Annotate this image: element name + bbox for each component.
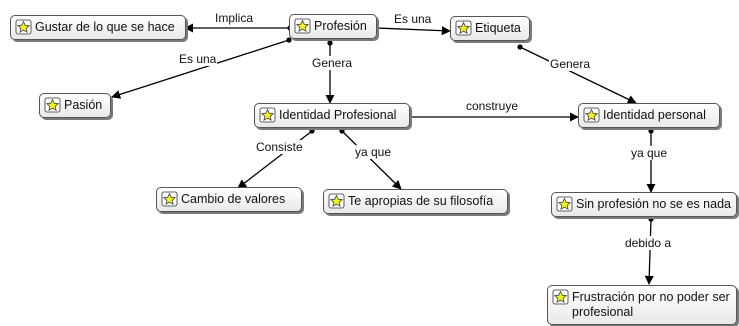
concept-pasion[interactable]: Pasión [39, 93, 111, 118]
concept-label: Identidad Profesional [279, 108, 397, 122]
concept-label: Profesión [314, 19, 367, 33]
concept-label: Sin profesión no se es nada [576, 197, 731, 211]
concept-profesion[interactable]: Profesión [289, 14, 377, 39]
concept-gustar-de-lo-que-se-hace[interactable]: Gustar de lo que se hace [10, 15, 186, 40]
concept-star-icon [552, 289, 569, 305]
link-label-ya-que-sin-profesion: ya que [630, 146, 669, 160]
connector-ya-que-filosofia [339, 128, 402, 190]
link-label-consiste: Consiste [255, 140, 304, 154]
concept-identidad-personal[interactable]: Identidad personal [578, 103, 720, 128]
link-label-construye: construye [465, 99, 520, 113]
concept-label: Gustar de lo que se hace [35, 20, 175, 34]
concept-identidad-profesional[interactable]: Identidad Profesional [254, 103, 410, 128]
concept-label: Cambio de valores [181, 192, 286, 206]
concept-label: Pasión [64, 98, 103, 112]
concept-star-icon [15, 19, 32, 35]
concept-te-apropias-de-su-filosofia[interactable]: Te apropias de su filosofía [323, 189, 508, 214]
concept-label: Te apropias de su filosofía [348, 194, 494, 208]
concept-star-icon [44, 97, 61, 113]
concept-etiqueta[interactable]: Etiqueta [450, 16, 530, 41]
link-label-genera-identidad-profesional: Genera [311, 56, 354, 70]
link-label-ya-que-filosofia: ya que [354, 145, 393, 159]
link-label-es-una-pasion: Es una [178, 52, 218, 66]
link-label-debido-a: debido a [624, 236, 673, 250]
concept-cambio-de-valores[interactable]: Cambio de valores [156, 187, 302, 212]
connector-es-una-pasion [111, 37, 292, 99]
concept-star-icon [556, 196, 573, 212]
concept-star-icon [328, 193, 345, 209]
connector-genera-identidad-personal [517, 44, 637, 104]
link-label-genera-identidad-personal: Genera [549, 57, 592, 71]
concept-star-icon [294, 18, 311, 34]
connector-es-una-etiqueta [373, 25, 451, 36]
concept-frustracion-por-no-poder-ser-profesional[interactable]: Frustración por no poder ser profesional [547, 285, 737, 325]
concept-star-icon [583, 107, 600, 123]
concept-star-icon [259, 107, 276, 123]
connector-debido-a [644, 216, 654, 285]
link-label-implica: Implica [214, 11, 255, 25]
concept-label: Frustración por no poder ser profesional [572, 290, 730, 319]
link-label-es-una-etiqueta: Es una [393, 12, 433, 26]
concept-star-icon [161, 191, 178, 207]
concept-label: Etiqueta [475, 21, 521, 35]
concept-label: Identidad personal [603, 108, 706, 122]
concept-star-icon [455, 20, 472, 36]
concept-sin-profesion-no-se-es-nada[interactable]: Sin profesión no se es nada [551, 192, 737, 217]
